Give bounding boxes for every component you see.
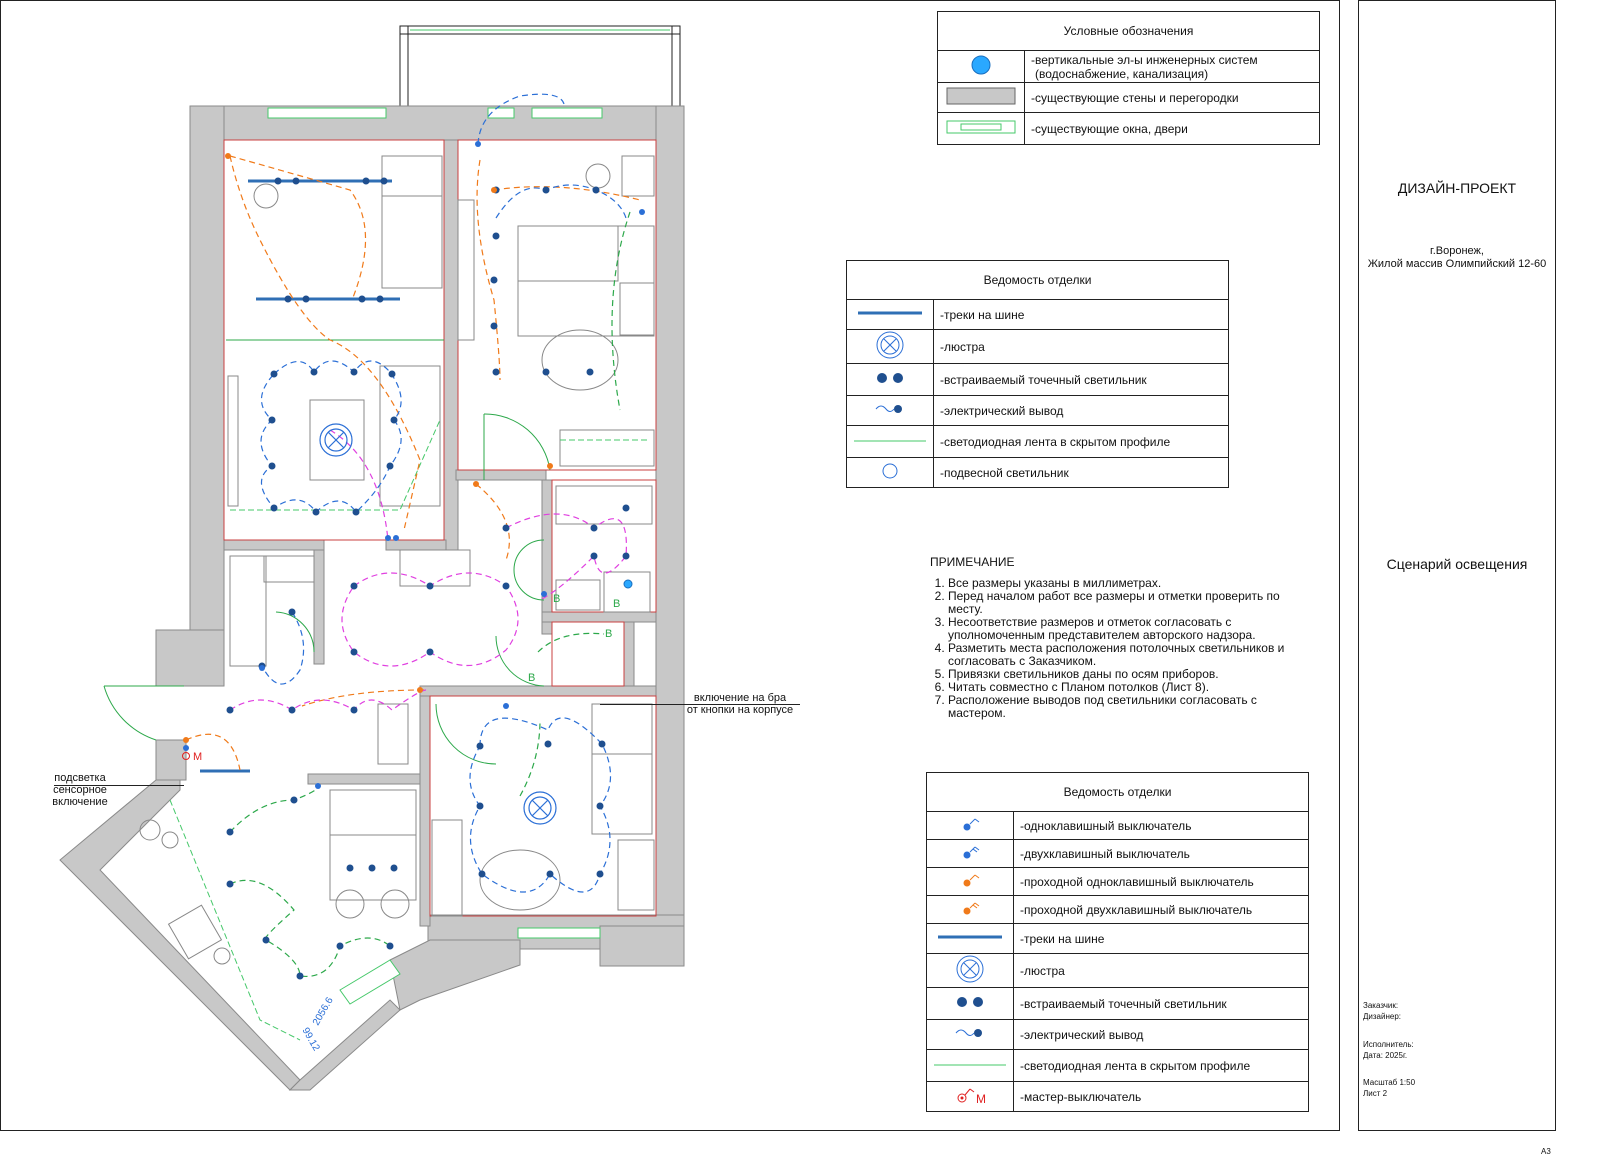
legend-finishes-1-row-4: -электрический вывод bbox=[933, 395, 1229, 426]
designer-label: Дизайнер: bbox=[1363, 1012, 1402, 1021]
electric-outlet-icon bbox=[846, 395, 934, 426]
wall-swatch-icon bbox=[937, 82, 1025, 113]
switches bbox=[182, 141, 645, 789]
legend-finishes-2-row-8: -электрический вывод bbox=[1013, 1019, 1309, 1050]
project-address: Жилой массив Олимпийский 12-60 bbox=[1367, 258, 1547, 270]
paper-format: А3 bbox=[1541, 1147, 1551, 1156]
legend-conventions-row-2: -существующие стены и перегородки bbox=[1024, 82, 1320, 113]
sconce-leader-line bbox=[600, 704, 800, 705]
notes-list: Все размеры указаны в миллиметрах. Перед… bbox=[930, 577, 1290, 720]
sconce-note: включение на бра от кнопки на корпусе bbox=[680, 692, 800, 716]
drawing-frame bbox=[0, 0, 1340, 1131]
project-city: г.Воронеж, bbox=[1430, 245, 1484, 257]
walls bbox=[59, 105, 685, 1091]
note-item: Разметить места расположения потолочных … bbox=[948, 642, 1290, 668]
backlight-note-line1: подсветка bbox=[54, 772, 106, 784]
legend-finishes-2-row-7: -встраиваемый точечный светильник bbox=[1013, 987, 1309, 1020]
led-strip-icon bbox=[926, 1049, 1014, 1082]
master-switch-mark: М bbox=[193, 751, 203, 763]
backlight-note-line2: сенсорное bbox=[53, 784, 107, 796]
legend-conventions-title: Условные обозначения bbox=[937, 11, 1320, 51]
pendant-lamp-icon bbox=[846, 457, 934, 488]
doors bbox=[103, 339, 551, 765]
notes-block: ПРИМЕЧАНИЕ Все размеры указаны в миллиме… bbox=[930, 556, 1290, 720]
note-item: Привязки светильников даны по осям прибо… bbox=[948, 668, 1290, 681]
legend-finishes-2-row-4: -проходной двухклавишный выключатель bbox=[1013, 895, 1309, 924]
double-switch-icon bbox=[926, 839, 1014, 868]
recessed-spots bbox=[226, 177, 630, 980]
legend-finishes-1-row-5: -светодиодная лента в скрытом профиле bbox=[933, 425, 1229, 458]
title-block-frame bbox=[1358, 0, 1556, 1131]
legend-finishes-1-row-3: -встраиваемый точечный светильник bbox=[933, 363, 1229, 396]
legend-finishes-1: Ведомость отделки -треки на шине -люстра… bbox=[846, 260, 1229, 488]
chandelier-icon bbox=[319, 423, 557, 825]
legend-finishes-2-row-10: -мастер-выключатель bbox=[1013, 1081, 1309, 1112]
note-item: Несоответствие размеров и отметок соглас… bbox=[948, 616, 1290, 642]
window-door-icon bbox=[937, 112, 1025, 145]
legend-finishes-2-title: Ведомость отделки bbox=[926, 772, 1309, 812]
track-rails bbox=[200, 179, 400, 773]
project-title: ДИЗАЙН-ПРОЕКТ bbox=[1397, 180, 1517, 196]
track-rail-icon bbox=[846, 299, 934, 330]
backlight-note-line3: включение bbox=[52, 796, 108, 808]
master-switch-icon: М bbox=[926, 1081, 1014, 1112]
executor-label: Исполнитель: bbox=[1363, 1040, 1414, 1049]
notes-title: ПРИМЕЧАНИЕ bbox=[930, 555, 1015, 569]
sheet-number: Лист 2 bbox=[1363, 1089, 1388, 1098]
riser-circle-icon bbox=[937, 50, 1025, 83]
note-item: Читать совместно с Планом потолков (Лист… bbox=[948, 681, 1290, 694]
windows bbox=[267, 107, 603, 1005]
riser-label-line1: -вертикальные эл-ы инженерных систем bbox=[1031, 52, 1258, 67]
orange-routes bbox=[185, 155, 641, 771]
sconce-note-line1: включение на бра bbox=[693, 692, 787, 704]
led-strip-icon bbox=[846, 425, 934, 458]
note-item: Все размеры указаны в миллиметрах. bbox=[948, 577, 1290, 590]
balcony bbox=[399, 25, 681, 107]
recessed-spot-icon bbox=[926, 987, 1014, 1020]
pass-double-switch-icon bbox=[926, 895, 1014, 924]
backlight-note: подсветка сенсорное включение bbox=[40, 772, 120, 808]
riser-icon bbox=[623, 579, 633, 589]
legend-finishes-2-row-1: -одноклавишный выключатель bbox=[1013, 811, 1309, 840]
switch-mark-b3: В bbox=[605, 628, 613, 640]
chandelier-icon bbox=[846, 329, 934, 364]
legend-finishes-2-row-5: -треки на шине bbox=[1013, 923, 1309, 954]
legend-finishes-1-row-1: -треки на шине bbox=[933, 299, 1229, 330]
switch-mark-b2: В bbox=[613, 598, 621, 610]
single-switch-icon bbox=[926, 811, 1014, 840]
legend-conventions-row-3: -существующие окна, двери bbox=[1024, 112, 1320, 145]
legend-finishes-1-row-6: -подвесной светильник bbox=[933, 457, 1229, 488]
sheet-title: Сценарий освещения bbox=[1386, 556, 1528, 572]
legend-finishes-2-row-9: -светодиодная лента в скрытом профиле bbox=[1013, 1049, 1309, 1082]
note-item: Перед началом работ все размеры и отметк… bbox=[948, 590, 1290, 616]
floor-plan bbox=[59, 25, 685, 1091]
legend-finishes-1-title: Ведомость отделки bbox=[846, 260, 1229, 300]
legend-finishes-2-row-2: -двухклавишный выключатель bbox=[1013, 839, 1309, 868]
customer-label: Заказчик: bbox=[1363, 1001, 1399, 1010]
recessed-spot-icon bbox=[846, 363, 934, 396]
pass-single-switch-icon bbox=[926, 867, 1014, 896]
legend-finishes-1-row-2: -люстра bbox=[933, 329, 1229, 364]
led-strips bbox=[169, 419, 650, 1041]
scale-label: Масштаб 1:50 bbox=[1363, 1078, 1416, 1087]
switch-mark-b1: В bbox=[553, 593, 561, 605]
switch-mark-b4: В bbox=[528, 672, 536, 684]
legend-finishes-2-row-3: -проходной одноклавишный выключатель bbox=[1013, 867, 1309, 896]
riser-label-line2: (водоснабжение, канализация) bbox=[1035, 66, 1209, 81]
note-item: Расположение выводов под светильники сог… bbox=[948, 694, 1290, 720]
legend-conventions-row-1: -вертикальные эл-ы инженерных систем (во… bbox=[1024, 50, 1320, 83]
chandelier-icon bbox=[926, 953, 1014, 988]
date-label: Дата: 2025г. bbox=[1363, 1051, 1408, 1060]
magenta-routes bbox=[229, 429, 627, 711]
sconce-note-line2: от кнопки на корпусе bbox=[686, 704, 794, 716]
legend-conventions: Условные обозначения -вертикальные эл-ы … bbox=[937, 11, 1320, 145]
legend-finishes-2: Ведомость отделки -одноклавишный выключа… bbox=[926, 772, 1309, 1112]
track-rail-icon bbox=[926, 923, 1014, 954]
backlight-leader-line bbox=[54, 785, 184, 786]
master-switch-letter: М bbox=[976, 1092, 986, 1106]
legend-finishes-2-row-6: -люстра bbox=[1013, 953, 1309, 988]
electric-outlet-icon bbox=[926, 1019, 1014, 1050]
